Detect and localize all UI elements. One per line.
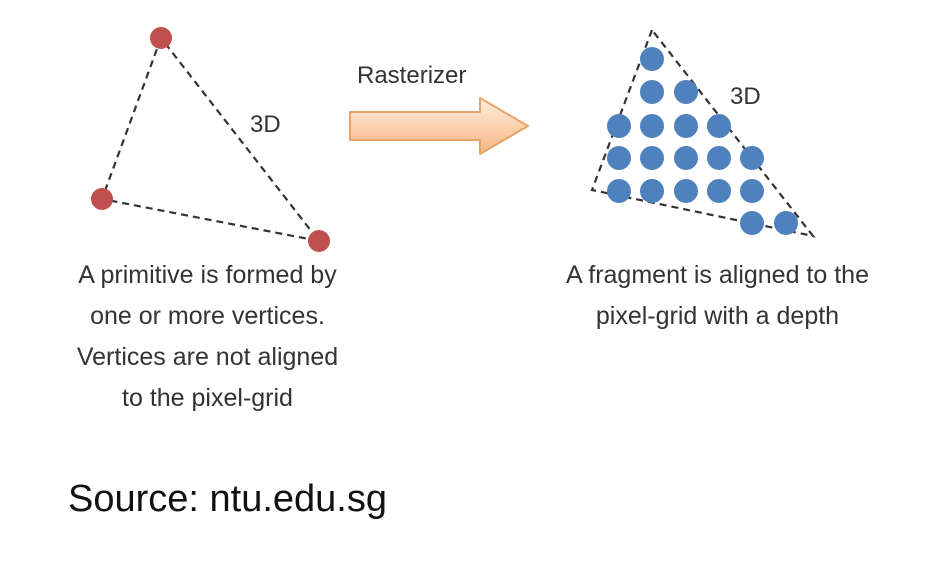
right-3d-label: 3D bbox=[730, 83, 761, 110]
primitive-triangle bbox=[91, 27, 330, 252]
vertex-left bbox=[91, 188, 113, 210]
fragment-dot bbox=[607, 114, 631, 138]
fragment-caption-line-2: pixel-grid with a depth bbox=[595, 302, 840, 330]
primitive-caption-line-4: to the pixel-grid bbox=[122, 384, 293, 412]
primitive-caption-line-3: Vertices are not aligned bbox=[76, 343, 339, 371]
fragment-dot bbox=[774, 211, 798, 235]
fragment-grid bbox=[607, 47, 798, 235]
fragment-dot bbox=[640, 47, 664, 71]
fragment-dot bbox=[740, 179, 764, 203]
fragment-dot bbox=[607, 146, 631, 170]
fragment-caption-line-1: A fragment is aligned to the bbox=[566, 261, 869, 289]
fragment-dot bbox=[707, 179, 731, 203]
primitive-caption-line-2: one or more vertices. bbox=[90, 302, 325, 330]
fragment-dot bbox=[674, 114, 698, 138]
fragment-dot bbox=[640, 80, 664, 104]
rasterizer-label: Rasterizer bbox=[357, 62, 466, 89]
fragment-dot bbox=[740, 146, 764, 170]
fragment-triangle bbox=[590, 27, 816, 238]
primitive-caption-line-1: A primitive is formed by bbox=[78, 261, 337, 289]
source-credit: Source: ntu.edu.sg bbox=[68, 478, 387, 520]
primitive-caption: A primitive is formed by one or more ver… bbox=[20, 255, 395, 419]
fragment-dot bbox=[674, 146, 698, 170]
fragment-dot bbox=[640, 114, 664, 138]
fragment-dot bbox=[740, 211, 764, 235]
rasterizer-arrow bbox=[349, 97, 529, 155]
fragment-dot bbox=[607, 179, 631, 203]
fragment-dot bbox=[674, 80, 698, 104]
fragment-dot bbox=[640, 179, 664, 203]
fragment-caption: A fragment is aligned to the pixel-grid … bbox=[510, 255, 925, 337]
fragment-dot bbox=[674, 179, 698, 203]
primitive-edges bbox=[100, 35, 322, 243]
vertex-top bbox=[150, 27, 172, 49]
vertex-right bbox=[308, 230, 330, 252]
fragment-dot bbox=[707, 114, 731, 138]
fragment-dot bbox=[640, 146, 664, 170]
fragment-dot bbox=[707, 146, 731, 170]
fragment-edges bbox=[590, 27, 816, 238]
left-3d-label: 3D bbox=[250, 111, 281, 138]
